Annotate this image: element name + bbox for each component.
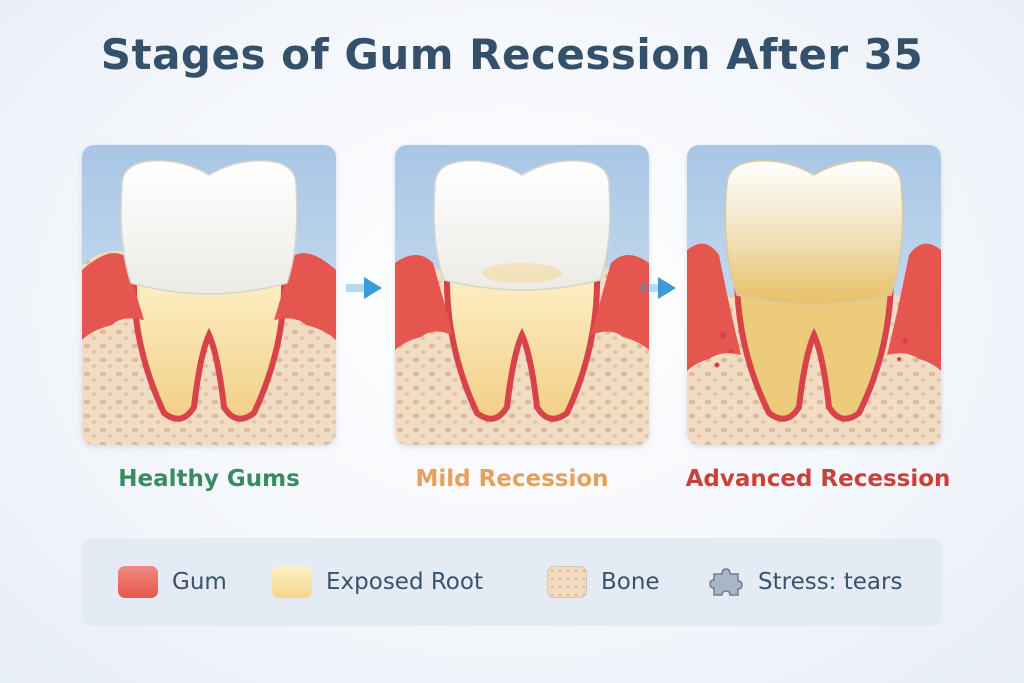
stage-label-advanced: Advanced Recession <box>685 466 951 492</box>
legend-item-bone: Bone <box>547 565 660 599</box>
stage-panel-healthy <box>82 145 336 445</box>
puzzle-piece-icon <box>709 568 743 596</box>
stage-label-healthy: Healthy Gums <box>118 466 300 492</box>
legend-item-root: Exposed Root <box>272 565 483 599</box>
legend-item-gum: Gum <box>118 565 227 599</box>
stage-panel-advanced <box>687 145 941 445</box>
page-title: Stages of Gum Recession After 35 <box>100 30 924 79</box>
bone-swatch-icon <box>547 566 587 598</box>
stage-label-mild: Mild Recession <box>415 466 609 492</box>
arrow-right-icon <box>640 277 676 299</box>
legend-label: Bone <box>601 569 660 595</box>
legend-label: Stress: tears <box>758 569 903 595</box>
tooth-advanced-illustration <box>687 145 941 445</box>
legend-label: Exposed Root <box>326 569 483 595</box>
gum-swatch-icon <box>118 566 158 598</box>
legend: Gum Exposed Root Bone Stress: tears <box>82 538 942 626</box>
root-swatch-icon <box>272 566 312 598</box>
arrow-right-icon <box>346 277 382 299</box>
legend-item-stress: Stress: tears <box>708 565 902 599</box>
stage-panel-mild <box>395 145 649 445</box>
tooth-mild-illustration <box>395 145 649 445</box>
legend-label: Gum <box>172 569 227 595</box>
tooth-healthy-illustration <box>82 145 336 445</box>
